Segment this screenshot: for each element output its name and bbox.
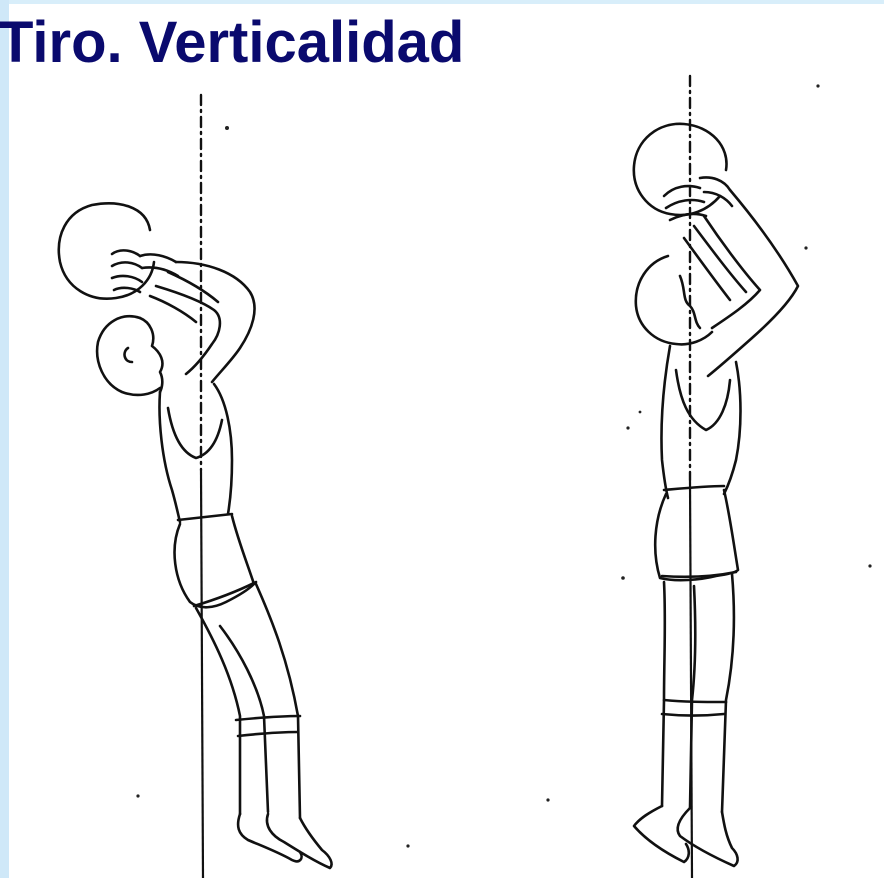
leg-back-right	[660, 580, 667, 808]
leg-mid-right	[688, 584, 697, 810]
shorts-right	[653, 488, 740, 582]
arm-lower-left	[154, 284, 222, 376]
jersey-right	[674, 368, 732, 432]
forearm-left	[148, 270, 220, 324]
scan-specks	[136, 84, 872, 848]
player-figure-leaning	[57, 93, 333, 878]
basketball-left	[57, 202, 156, 300]
hand-right-a	[662, 184, 708, 222]
player-figure-vertical	[632, 74, 800, 878]
foot-front-right	[676, 806, 739, 868]
leg-back-left	[194, 606, 242, 816]
hand-right-b	[698, 176, 734, 208]
plumb-line-right-lower	[688, 479, 694, 878]
head-left	[95, 315, 162, 397]
head-right	[634, 254, 714, 346]
plumb-line-left-lower	[199, 469, 205, 878]
shorts-hem-right	[660, 570, 738, 579]
leg-front-left	[254, 582, 302, 820]
sock-right	[660, 698, 728, 717]
foot-back-left	[236, 812, 303, 863]
foot-back-right	[632, 804, 691, 864]
torso-left	[158, 382, 234, 524]
face-left	[138, 316, 164, 394]
foot-front-left	[265, 812, 333, 870]
leg-front-right	[720, 572, 736, 814]
face-right	[678, 274, 702, 330]
waistband-right	[662, 484, 726, 492]
top-accent-rule	[0, 0, 884, 4]
arm-lower-right	[702, 214, 762, 330]
torso-right	[660, 344, 742, 500]
forearm-right	[682, 224, 748, 302]
arm-upper-left	[174, 260, 256, 384]
waistband-left	[176, 512, 234, 522]
slide-title: Tiro. Verticalidad	[0, 10, 465, 75]
jersey-left	[166, 406, 224, 460]
sock-left	[234, 714, 302, 738]
leg-mid-left	[218, 624, 270, 814]
shorts-hem-left	[192, 580, 258, 608]
left-accent-rule	[0, 0, 9, 878]
ear-left	[123, 346, 134, 364]
arm-upper-right	[706, 188, 800, 378]
shorts-left	[173, 514, 256, 609]
hand-left-a	[110, 249, 144, 294]
